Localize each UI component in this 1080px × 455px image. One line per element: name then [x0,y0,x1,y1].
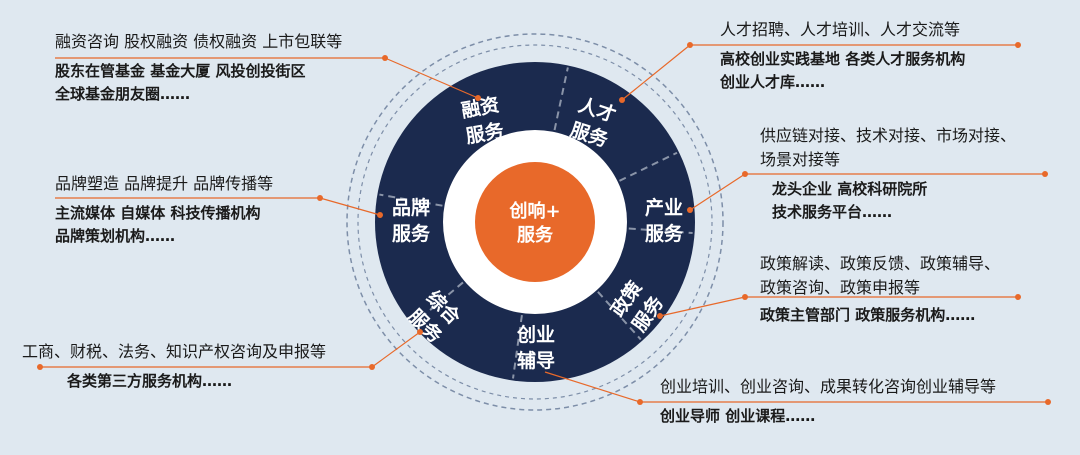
callout-industry-sub-line: 供应链对接、技术对接、市场对接、 [760,126,1017,145]
callout-finance-detail: 股东在管基金 基金大厦 风投创投街区 全球基金朋友圈…… [55,60,342,106]
dot-policy-a [742,294,748,300]
sector-startup-label: 创业 [516,323,555,346]
callout-talent-detail-line: 创业人才库…… [720,73,826,91]
sector-startup: 创业辅导 [516,323,555,372]
dot-comprehensive-c [417,329,423,335]
callout-industry-detail: 龙头企业 高校科研院所 技术服务平台…… [772,178,1016,224]
callout-brand-detail-line: 品牌策划机构…… [55,227,176,245]
callout-talent-detail-line: 高校创业实践基地 各类人才服务机构 [720,50,966,68]
dot-brand-b [377,212,383,218]
callout-industry-detail-line: 技术服务平台…… [772,203,893,221]
sector-brand-label: 品牌 [392,196,430,219]
callout-comprehensive-detail: 各类第三方服务机构…… [67,370,326,393]
callout-industry: 供应链对接、技术对接、市场对接、 场景对接等 龙头企业 高校科研院所 技术服务平… [760,124,1016,224]
dot-talent-a [687,42,693,48]
callout-comprehensive: 工商、财税、法务、知识产权咨询及申报等 各类第三方服务机构…… [22,340,326,393]
callout-policy-detail: 政策主管部门 政策服务机构…… [760,304,1000,327]
dot-comprehensive-b [37,364,43,370]
callout-policy-sub-line: 政策咨询、政策申报等 [760,278,921,297]
connector-startup [544,371,641,403]
callout-startup-sub: 创业培训、创业咨询、成果转化咨询创业辅导等 [660,375,996,399]
dot-comprehensive-a [369,364,375,370]
callout-finance-sub: 融资咨询 股权融资 债权融资 上市包联等 [55,30,342,54]
center-label-line2: 服务 [517,224,554,246]
sector-brand-label: 服务 [392,222,431,245]
callout-finance: 融资咨询 股权融资 债权融资 上市包联等 股东在管基金 基金大厦 风投创投街区 … [55,30,342,106]
connector-talent [621,44,691,101]
dot-startup-b [1045,399,1051,405]
callout-startup: 创业培训、创业咨询、成果转化咨询创业辅导等 创业导师 创业课程…… [660,375,996,428]
connector-brand [319,197,381,216]
callout-startup-detail: 创业导师 创业课程…… [660,405,996,428]
callout-industry-sub-line: 场景对接等 [760,150,841,169]
center-hub [475,162,595,282]
callout-talent-sub: 人才招聘、人才培训、人才交流等 [720,18,965,42]
center-label-line1: 创响+ [508,200,560,222]
callout-policy: 政策解读、政策反馈、政策辅导、 政策咨询、政策申报等 政策主管部门 政策服务机构… [760,252,1000,327]
connector-finance [384,57,479,99]
sector-dividers [379,67,693,379]
callout-finance-detail-line: 股东在管基金 基金大厦 风投创投街区 [55,62,306,80]
callout-finance-sub-line: 融资咨询 股权融资 债权融资 上市包联等 [55,32,343,51]
callout-startup-detail-line: 创业导师 创业课程…… [660,407,816,425]
callout-policy-sub: 政策解读、政策反馈、政策辅导、 政策咨询、政策申报等 [760,252,1000,300]
callout-policy-sub-line: 政策解读、政策反馈、政策辅导、 [760,254,1001,273]
connectors [40,44,1048,403]
callout-comprehensive-sub: 工商、财税、法务、知识产权咨询及申报等 [22,340,326,364]
sector-divider [597,291,642,341]
callout-brand-sub: 品牌塑造 品牌提升 品牌传播等 [55,172,273,196]
dot-startup-a [637,399,643,405]
sector-industry-label: 产业 [645,196,683,219]
sector-startup-label: 辅导 [517,349,555,372]
callout-talent: 人才招聘、人才培训、人才交流等 高校创业实践基地 各类人才服务机构 创业人才库…… [720,18,965,94]
dot-talent-b [1015,42,1021,48]
dot-policy-b [1015,294,1021,300]
connector-dots [37,42,1051,405]
sector-divider [512,314,523,379]
callout-brand-detail-line: 主流媒体 自媒体 科技传播机构 [55,204,261,222]
callout-finance-detail-line: 全球基金朋友圈…… [55,85,191,103]
callout-industry-sub: 供应链对接、技术对接、市场对接、 场景对接等 [760,124,1016,172]
callout-comprehensive-sub-line: 工商、财税、法务、知识产权咨询及申报等 [22,342,327,361]
dot-industry-b [1042,171,1048,177]
callout-policy-detail-line: 政策主管部门 政策服务机构…… [760,306,976,324]
callout-talent-detail: 高校创业实践基地 各类人才服务机构 创业人才库…… [720,48,965,94]
callout-comprehensive-detail-line: 各类第三方服务机构…… [67,372,233,390]
callout-brand-sub-line: 品牌塑造 品牌提升 品牌传播等 [55,174,274,193]
callout-industry-detail-line: 龙头企业 高校科研院所 [772,180,928,198]
sector-industry-label: 服务 [645,222,684,245]
callout-talent-sub-line: 人才招聘、人才培训、人才交流等 [720,20,961,39]
dot-finance-b [475,95,481,101]
sector-divider [553,67,569,131]
connector-industry [689,173,746,211]
callout-brand-detail: 主流媒体 自媒体 科技传播机构 品牌策划机构…… [55,202,273,248]
outer-dashed-ring [346,33,724,411]
connector-comprehensive [371,331,421,368]
dot-talent-c [619,97,625,103]
dot-industry-c [687,207,693,213]
dot-brand-a [317,195,323,201]
connector-policy [659,296,746,317]
sector-divider [628,227,693,235]
sector-divider [379,193,443,207]
dot-industry-a [742,171,748,177]
callout-startup-sub-line: 创业培训、创业咨询、成果转化咨询创业辅导等 [660,377,997,396]
sector-divider [619,151,678,182]
dot-policy-c [657,313,663,319]
sector-divider [413,281,464,325]
dot-finance-a [382,55,388,61]
callout-brand: 品牌塑造 品牌提升 品牌传播等 主流媒体 自媒体 科技传播机构 品牌策划机构…… [55,172,273,248]
outer-dashed-ring-2 [357,44,713,400]
